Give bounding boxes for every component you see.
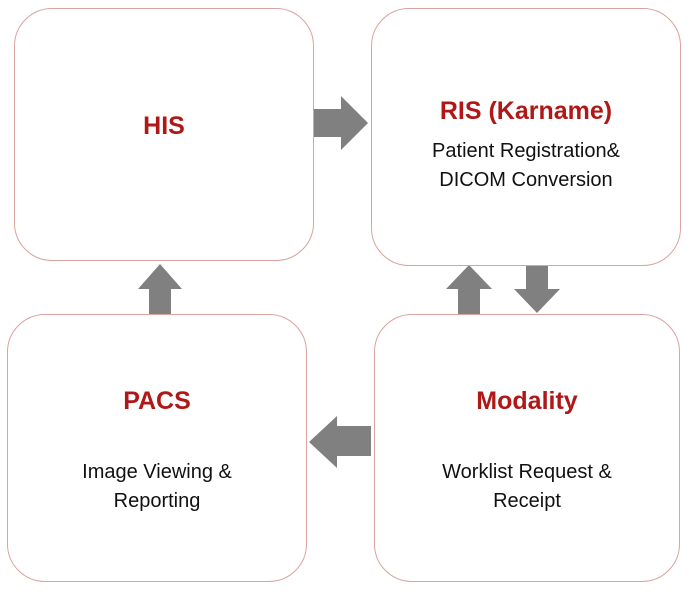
arrow-modality-to-pacs [309,416,371,468]
node-his: HIS [14,8,314,261]
arrow-ris-to-modality [514,266,560,313]
node-his-title: HIS [143,112,185,140]
arrow-modality-to-ris [446,265,492,314]
node-pacs-title: PACS [123,387,191,415]
arrow-pacs-to-his [138,264,182,314]
node-modality: Modality Worklist Request & Receipt [374,314,680,582]
arrow-his-to-ris [314,96,368,150]
node-ris-description: Patient Registration& DICOM Conversion [432,140,620,191]
node-modality-description: Worklist Request & Receipt [442,461,612,512]
node-modality-title: Modality [476,387,578,415]
node-pacs-description: Image Viewing & Reporting [82,461,232,512]
node-pacs: PACS Image Viewing & Reporting [7,314,307,582]
node-ris-title: RIS (Karname) [439,97,613,125]
node-ris: RIS (Karname) Patient Registration& DICO… [371,8,681,266]
